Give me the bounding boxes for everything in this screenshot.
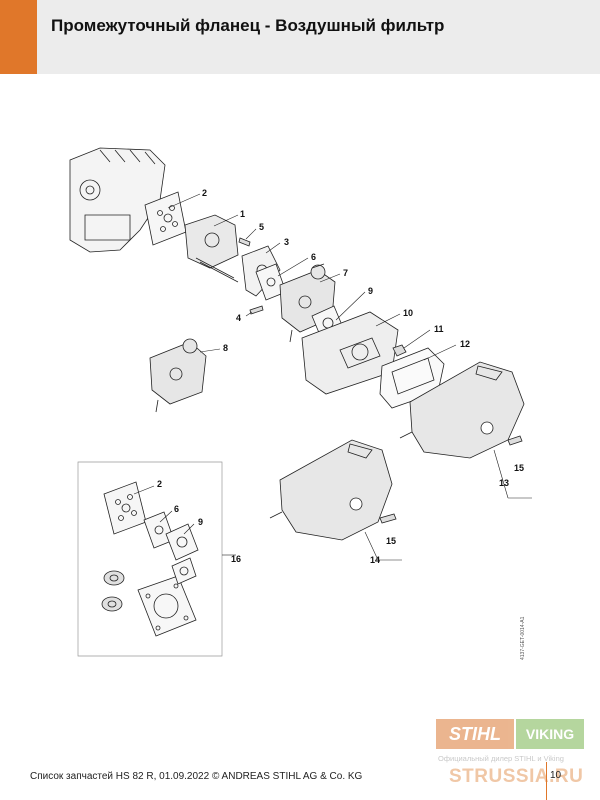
callout-kit-6: 6 [174, 504, 179, 514]
screw-15-upper [493, 435, 532, 499]
gasket-6 [255, 263, 287, 301]
callout-16: 16 [231, 554, 241, 564]
drawing-code: 4137-GET-0014-A1 [520, 616, 526, 660]
callout-6: 6 [311, 252, 316, 262]
callout-7: 7 [343, 268, 348, 278]
screw-5 [238, 237, 251, 247]
callout-15-lower: 15 [386, 536, 396, 546]
callout-2: 2 [202, 188, 207, 198]
page-title: Промежуточный фланец - Воздушный фильтр [51, 16, 445, 35]
callout-12: 12 [460, 339, 470, 349]
watermark-site: STRUSSIA.RU [449, 766, 584, 787]
filter-base-10 [301, 311, 399, 395]
kit-gasket-9 [165, 523, 199, 561]
screw-4 [249, 305, 264, 315]
callout-3: 3 [284, 237, 289, 247]
engine-crankcase [69, 147, 166, 253]
watermark-dealer-text: Официальный дилер STIHL и Viking [438, 754, 564, 763]
page-number-divider [546, 762, 547, 800]
callout-4: 4 [236, 313, 241, 323]
screw-15-lower [364, 513, 402, 561]
page-header: Промежуточный фланец - Воздушный фильтр [0, 0, 600, 74]
filter-cover-13 [399, 361, 525, 459]
callout-15-upper: 15 [514, 463, 524, 473]
callout-13: 13 [499, 478, 509, 488]
callout-11: 11 [434, 324, 444, 334]
callout-labels: 1 2 3 4 5 6 7 8 9 10 11 12 13 14 15 15 1… [157, 188, 524, 565]
page-number: 10 [550, 770, 562, 781]
kit-cylinder-gasket [137, 575, 197, 637]
gasket-kit-16-frame [77, 461, 236, 657]
callout-1: 1 [240, 209, 245, 219]
nut-11 [392, 344, 407, 357]
callout-kit-2: 2 [157, 479, 162, 489]
footer-text: Список запчастей HS 82 R, 01.09.2022 © A… [30, 771, 363, 782]
callout-9: 9 [368, 286, 373, 296]
kit-small-gasket [171, 557, 197, 585]
callout-kit-9: 9 [198, 517, 203, 527]
filter-cover-14 [269, 439, 393, 541]
kit-oil-seals [101, 570, 125, 612]
callout-10: 10 [403, 308, 413, 318]
watermark-viking-logo: VIKING [516, 719, 584, 749]
kit-gasket-2 [103, 481, 147, 535]
carburetor-8 [149, 338, 207, 413]
header-accent-bar [0, 0, 37, 74]
intermediate-flange-1 [184, 214, 239, 283]
callout-14: 14 [370, 555, 380, 565]
leader-lines [133, 193, 457, 535]
callout-5: 5 [259, 222, 264, 232]
callout-8: 8 [223, 343, 228, 353]
watermark-stihl-logo: STIHL [436, 719, 514, 749]
